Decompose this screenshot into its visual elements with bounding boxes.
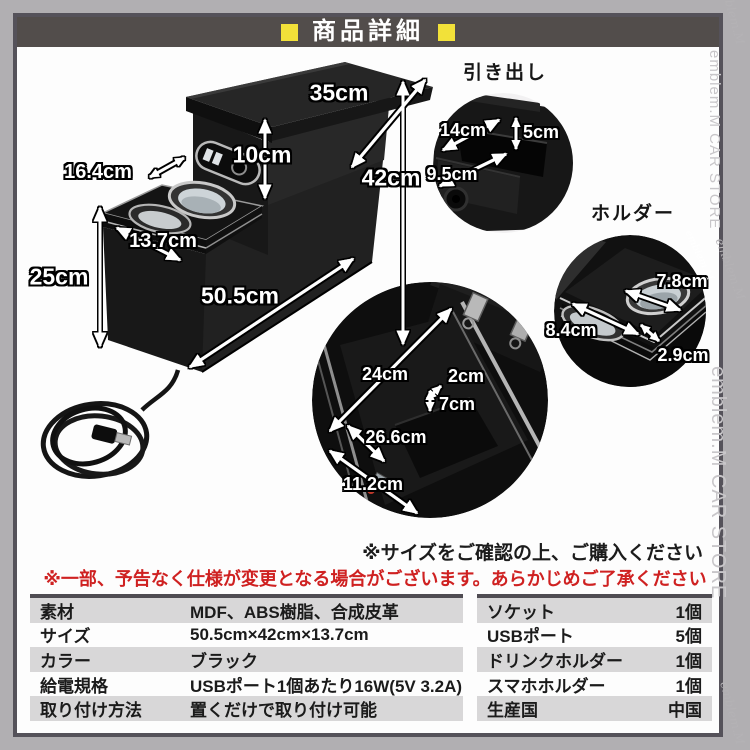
spec-value: ブラック — [190, 651, 258, 671]
spec-label: サイズ — [40, 627, 91, 647]
spec-value: 1個 — [675, 651, 702, 671]
spec-value: USBポート1個あたり16W(5V 3.2A) — [190, 676, 463, 696]
size-confirm-note: ※サイズをご確認の上、ご購入ください — [362, 543, 703, 564]
dim-total-length: 50.5cm — [200, 282, 280, 309]
page-title: 商品詳細 — [312, 18, 424, 45]
dim-lid-height: 10cm — [232, 141, 292, 168]
spec-label: ドリンクホルダー — [487, 651, 623, 671]
dim-drawer-height: 5cm — [522, 122, 560, 142]
table-row: カラー ブラック — [30, 647, 463, 672]
dim-tray-length: 8.4cm — [545, 320, 597, 340]
spec-value: 1個 — [675, 676, 702, 696]
spec-table-left: 素材 MDF、ABS樹脂、合成皮革 サイズ 50.5cm×42cm×13.7cm カ… — [30, 594, 463, 721]
dim-cup-diameter: 7.8cm — [656, 271, 708, 291]
section-header: 商品詳細 — [17, 17, 719, 47]
store-watermark: emblem.M CAR STORE — [707, 366, 729, 600]
dim-interior-step: 7cm — [438, 394, 476, 414]
spec-label: スマホホルダー — [487, 676, 606, 696]
dim-interior-diagonal: 26.6cm — [365, 427, 427, 447]
spec-label: カラー — [40, 651, 91, 671]
table-row: 生産国 中国 — [477, 696, 712, 721]
dim-drawer-width: 14cm — [439, 120, 487, 140]
yellow-square-icon — [438, 23, 455, 41]
dim-drawer-depth: 9.5cm — [426, 164, 478, 184]
drawer-section-title: 引き出し — [462, 62, 548, 84]
table-row: スマホホルダー 1個 — [477, 672, 712, 697]
holder-section-title: ホルダー — [590, 203, 676, 225]
spec-value: 1個 — [675, 602, 702, 622]
spec-value: 置くだけで取り付け可能 — [190, 701, 377, 721]
spec-label: 生産国 — [487, 701, 538, 721]
spec-label: USBポート — [487, 627, 574, 647]
dim-depth: 13.7cm — [129, 230, 197, 252]
spec-table-right: ソケット 1個 USBポート 5個 ドリンクホルダー 1個 スマホホルダー 1個 生産国… — [477, 594, 712, 721]
spec-value: 50.5cm×42cm×13.7cm — [190, 624, 369, 644]
store-watermark: emblem.M CAR STORE — [706, 50, 723, 230]
table-row: ソケット 1個 — [477, 598, 712, 623]
dim-tray-depth: 2.9cm — [657, 345, 709, 365]
dim-interior-width: 11.2cm — [342, 474, 404, 494]
spec-change-disclaimer: ※一部、予告なく仕様が変更となる場合がございます。あらかじめご了承ください — [43, 569, 707, 589]
table-row: USBポート 5個 — [477, 623, 712, 648]
dim-interior-length: 24cm — [361, 364, 409, 384]
spec-value: 5個 — [675, 627, 702, 647]
dim-lid-length: 35cm — [309, 79, 369, 106]
dim-total-height: 42cm — [361, 164, 421, 191]
dim-interior-gap: 2cm — [447, 366, 485, 386]
spec-value: 中国 — [668, 701, 702, 721]
spec-label: 給電規格 — [40, 676, 108, 696]
table-row: ドリンクホルダー 1個 — [477, 647, 712, 672]
spec-value: MDF、ABS樹脂、合成皮革 — [190, 602, 399, 622]
table-row: 素材 MDF、ABS樹脂、合成皮革 — [30, 598, 463, 623]
spec-label: ソケット — [487, 602, 555, 622]
spec-label: 素材 — [40, 602, 74, 622]
table-row: サイズ 50.5cm×42cm×13.7cm — [30, 623, 463, 648]
yellow-square-icon — [281, 23, 298, 41]
dim-console-height: 25cm — [29, 263, 89, 290]
dim-top-width: 16.4cm — [64, 161, 132, 183]
table-row: 取り付け方法 置くだけで取り付け可能 — [30, 696, 463, 721]
spec-label: 取り付け方法 — [40, 701, 142, 721]
table-row: 給電規格 USBポート1個あたり16W(5V 3.2A) — [30, 672, 463, 697]
